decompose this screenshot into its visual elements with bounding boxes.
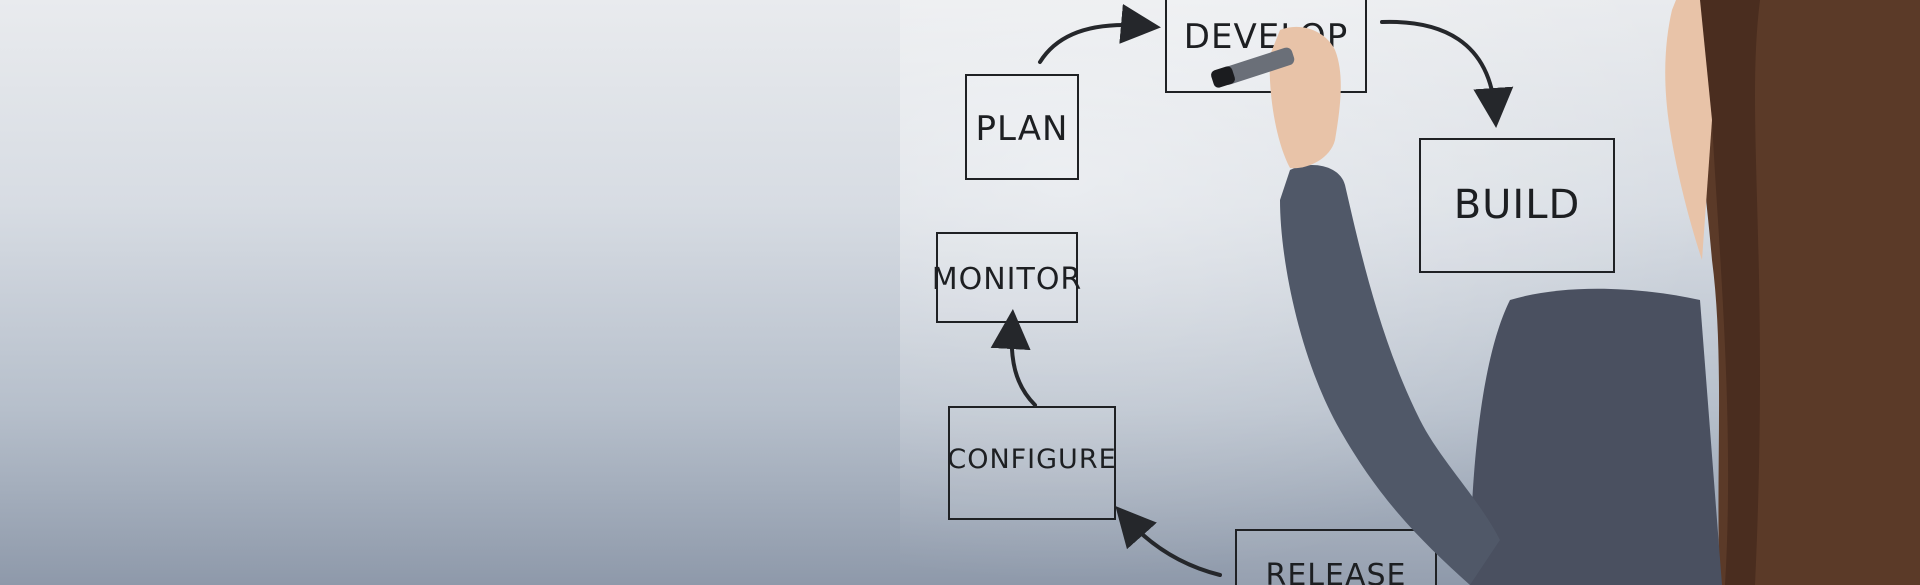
monitor-label: MONITOR bbox=[932, 262, 1083, 297]
hand bbox=[1269, 26, 1341, 169]
plan-box: PLAN bbox=[965, 74, 1079, 180]
plan-label: PLAN bbox=[976, 109, 1069, 149]
arrow-release-to-configure bbox=[1115, 506, 1222, 577]
build-label: BUILD bbox=[1454, 182, 1581, 228]
arrow-develop-to-build bbox=[1380, 19, 1514, 128]
raised-arm bbox=[1280, 165, 1500, 585]
arrow-plan-to-develop bbox=[1038, 3, 1161, 64]
marker-icon bbox=[1211, 47, 1295, 88]
suit-body bbox=[1470, 288, 1722, 585]
build-box: BUILD bbox=[1419, 138, 1615, 273]
release-label: RELEASE bbox=[1266, 558, 1407, 585]
arrow-configure-to-monitor bbox=[990, 309, 1037, 407]
configure-box: CONFIGURE bbox=[947, 406, 1116, 520]
monitor-box: MONITOR bbox=[932, 232, 1083, 323]
release-box: RELEASE bbox=[1235, 529, 1437, 585]
configure-label: CONFIGURE bbox=[947, 444, 1116, 475]
face bbox=[1665, 0, 1712, 260]
